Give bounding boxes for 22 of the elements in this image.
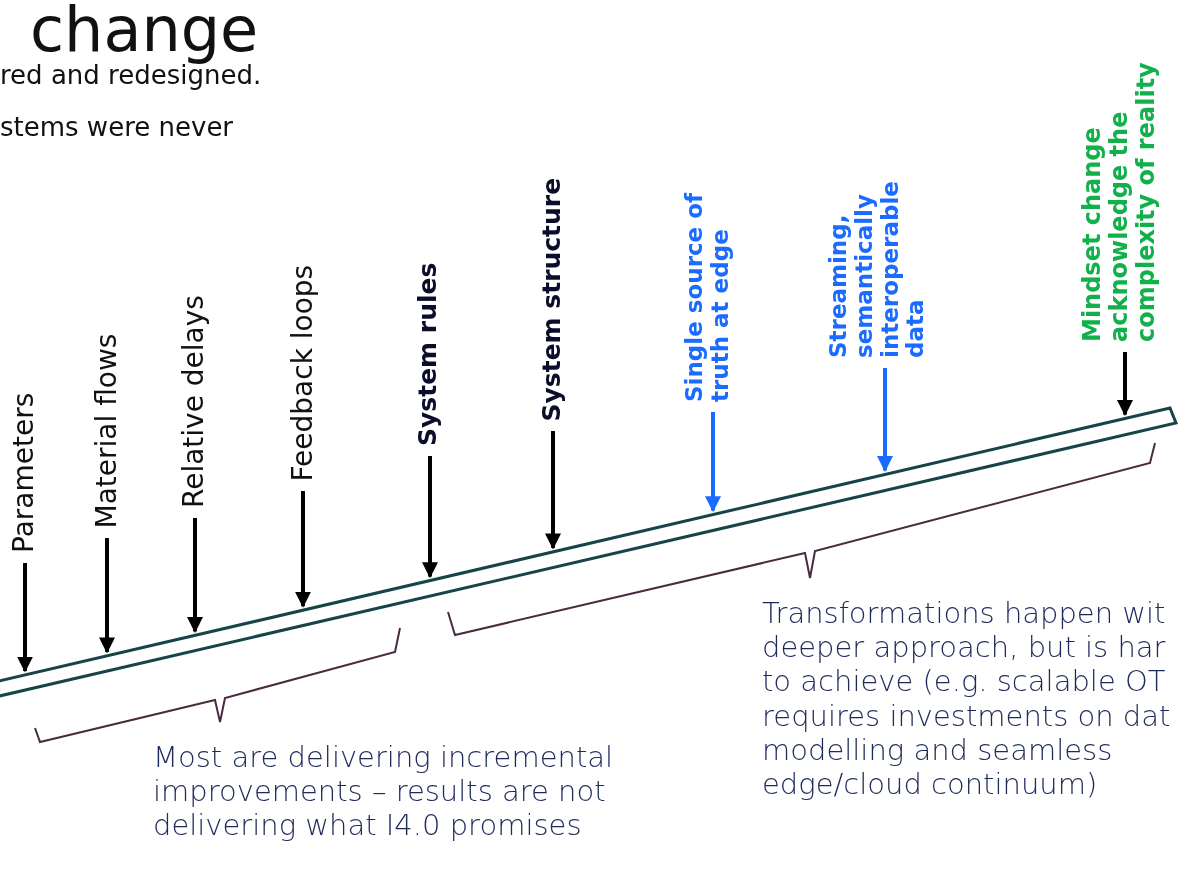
- lever-label: Relative delays: [178, 262, 212, 508]
- arrow: [877, 368, 893, 473]
- arrow: [1117, 352, 1133, 417]
- lever-label: Single source of truth at edge: [682, 140, 744, 402]
- annotation-text: Most are delivering incremental improvements – results are not delivering what I4.0 promises: [153, 740, 615, 843]
- lever-label: System rules: [414, 228, 446, 446]
- slide-title: change: [30, 0, 259, 65]
- body-text: stems were never: [0, 112, 234, 142]
- lever-label: Parameters: [8, 365, 42, 553]
- arrow: [705, 412, 721, 513]
- lever-label: Material flows: [90, 305, 124, 528]
- arrow: [545, 431, 561, 550]
- lever-label: Mindset change acknowledge the complexity of reality: [1079, 0, 1171, 342]
- arrow: [17, 563, 33, 673]
- arrow: [295, 491, 311, 608]
- annotation-text: Transformations happen wit deeper approach, but is har to achieve (e.g. scalable OT requires investments on dat modelling and seamless edge/cloud continuum): [762, 596, 1172, 802]
- lever-label: Feedback loops: [286, 226, 320, 481]
- arrow: [187, 518, 203, 633]
- arrow: [99, 538, 115, 654]
- lever-label: Streaming, semantically interoperable data: [826, 130, 944, 358]
- lever-label: System structure: [537, 136, 569, 421]
- arrow: [422, 456, 438, 579]
